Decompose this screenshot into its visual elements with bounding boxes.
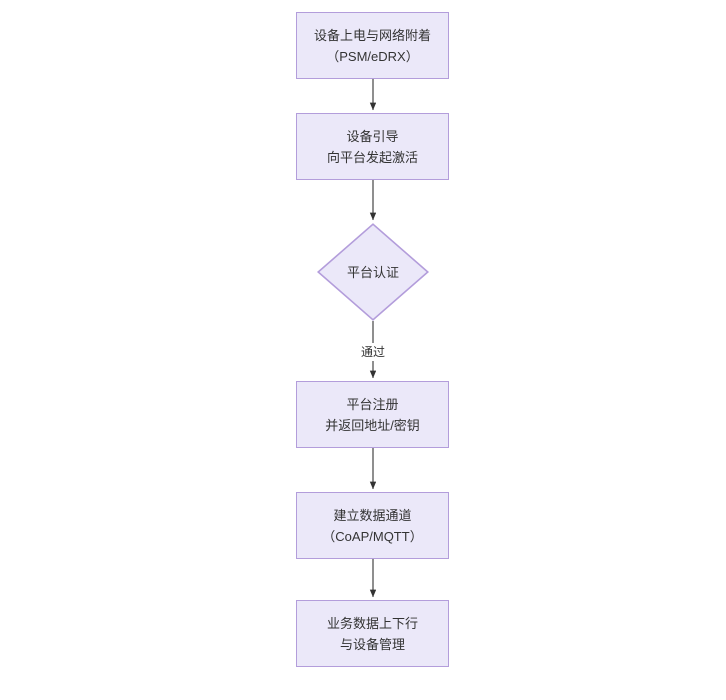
node-label-line: 建立数据通道 [333,507,412,523]
node-label: 平台认证 [346,264,399,280]
diamond-shape [316,223,430,321]
node-business-data-and-device-management[interactable]: 业务数据上下行 与设备管理 [296,600,449,667]
node-platform-authentication[interactable]: 平台认证 [316,223,430,321]
node-label-line: 平台注册 [346,396,399,412]
node-label-line: （PSM/eDRX） [326,48,419,64]
node-label-line: 向平台发起激活 [326,149,418,165]
node-platform-registration[interactable]: 平台注册 并返回地址/密钥 [296,381,449,448]
edge-label-pass: 通过 [357,343,389,361]
node-label-line: 设备上电与网络附着 [313,27,431,43]
node-label-line: 并返回地址/密钥 [325,417,420,433]
node-establish-data-channel[interactable]: 建立数据通道 （CoAP/MQTT） [296,492,449,559]
node-label-line: 业务数据上下行 [326,615,418,631]
node-power-on-network-attach[interactable]: 设备上电与网络附着 （PSM/eDRX） [296,12,449,79]
node-device-bootstrap[interactable]: 设备引导 向平台发起激活 [296,113,449,180]
node-label-line: 设备引导 [346,128,399,144]
node-label-line: （CoAP/MQTT） [322,528,423,544]
node-label-line: 与设备管理 [339,636,405,652]
